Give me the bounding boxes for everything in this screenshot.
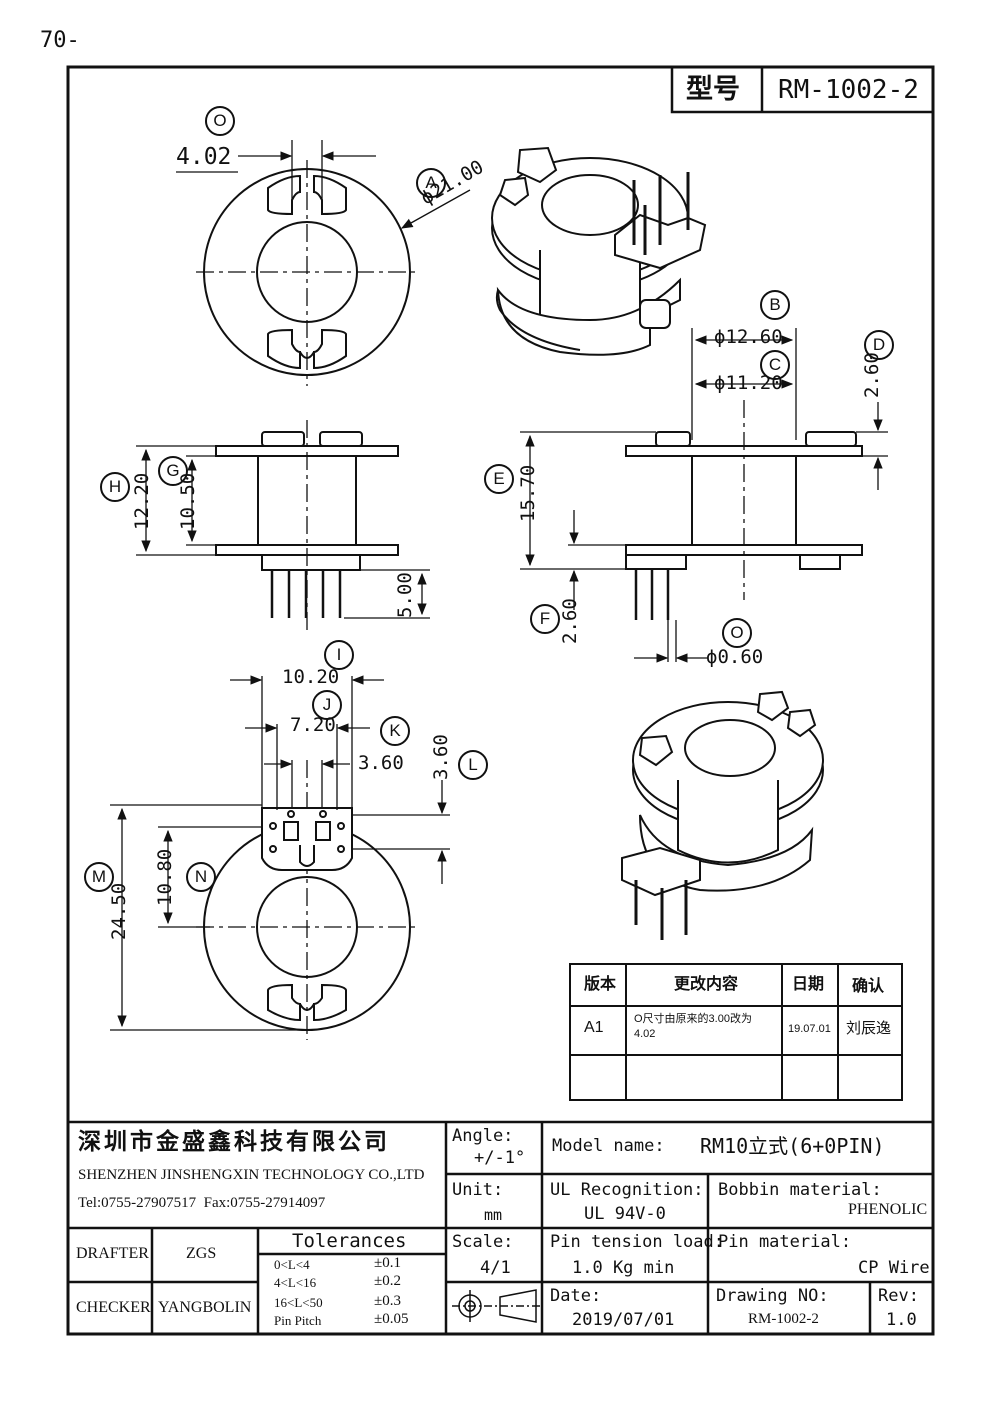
dim-l: 3.60 [430, 734, 452, 780]
pin-tension-value: 1.0 Kg min [572, 1258, 675, 1278]
tolerance-range-3: Pin Pitch [274, 1313, 322, 1328]
callout-k: K [380, 716, 410, 746]
dim-j: 7.20 [290, 714, 336, 736]
company-name-en: SHENZHEN JINSHENGXIN TECHNOLOGY CO.,LTD [78, 1167, 425, 1183]
dim-c: ϕ11.20 [714, 372, 783, 394]
tolerance-value-3: ±0.05 [374, 1311, 409, 1327]
callout-e: E [484, 464, 514, 494]
dim-o-top: 4.02 [176, 144, 232, 170]
dim-o-pin: ϕ0.60 [706, 646, 764, 668]
bobbin-material-value: PHENOLIC [848, 1201, 928, 1218]
tolerance-range-0: 0<L<4 [274, 1257, 310, 1272]
angle-label: Angle: [452, 1126, 514, 1146]
tolerance-value-2: ±0.3 [374, 1293, 401, 1309]
company-contact: Tel:0755-27907517 Fax:0755-27914097 [78, 1195, 326, 1211]
callout-c: C [760, 350, 790, 380]
dim-i: 10.20 [282, 666, 340, 688]
outer-frame [66, 65, 935, 1336]
rev-header-date: 日期 [792, 976, 825, 993]
rev-row-version: A1 [584, 1019, 604, 1036]
checker-value: YANGBOLIN [158, 1299, 252, 1316]
callout-o-pin: O [722, 618, 752, 648]
callout-a: A [416, 168, 446, 198]
model-name-label: Model name: [552, 1136, 665, 1156]
pin-material-label: Pin material: [718, 1232, 852, 1252]
drafter-label: DRAFTER [76, 1245, 149, 1262]
unit-value: mm [484, 1206, 503, 1224]
iso-view-2 [621, 690, 824, 940]
bottom-view [110, 675, 450, 1040]
callout-h: H [100, 472, 130, 502]
date-label: Date: [550, 1286, 602, 1306]
drawing-no-value: RM-1002-2 [748, 1311, 819, 1327]
top-view [176, 140, 471, 386]
angle-value: +/-1° [474, 1148, 526, 1168]
scale-label: Scale: [452, 1232, 514, 1252]
ul-label: UL Recognition: [550, 1180, 704, 1200]
dim-k: 3.60 [358, 752, 404, 774]
pin-material-value: CP Wire [858, 1258, 930, 1278]
company-name-cn: 深圳市金盛鑫科技有限公司 [78, 1128, 390, 1154]
dim-b: ϕ12.60 [714, 326, 783, 348]
callout-l: L [458, 750, 488, 780]
callout-j: J [312, 690, 342, 720]
model-value: RM-1002-2 [778, 75, 919, 105]
page-tag: 70- [40, 28, 80, 53]
model-label: 型号 [686, 74, 740, 104]
dim-h: 12.20 [131, 472, 153, 530]
dim-f: 2.60 [559, 598, 581, 644]
rev-header-confirm: 确认 [852, 978, 885, 995]
model-name-value: RM10立式(6+0PIN) [700, 1134, 885, 1158]
title-block-grid [68, 1120, 933, 1334]
revision-table-grid [569, 963, 903, 1101]
pin-tension-label: Pin tension load: [550, 1232, 724, 1252]
rev-row-content-line2: 4.02 [634, 1028, 656, 1040]
date-value: 2019/07/01 [572, 1310, 675, 1330]
callout-b: B [760, 290, 790, 320]
ul-value: UL 94V-0 [584, 1204, 666, 1224]
rev-row-content-line1: O尺寸由原来的3.00改为 [634, 1013, 752, 1025]
callout-i: I [324, 640, 354, 670]
callout-m: M [84, 862, 114, 892]
callout-g: G [158, 456, 188, 486]
rev-header-content: 更改内容 [674, 976, 739, 993]
tolerance-range-2: 16<L<50 [274, 1295, 323, 1310]
dim-n: 10.80 [154, 848, 176, 906]
callout-o-top: O [205, 106, 235, 136]
callout-f: F [530, 604, 560, 634]
dim-e: 15.70 [517, 464, 539, 522]
rev-row-date: 19.07.01 [788, 1023, 831, 1035]
checker-label: CHECKER [76, 1299, 151, 1316]
rev-header-version: 版本 [584, 976, 617, 993]
drafter-value: ZGS [186, 1245, 217, 1262]
iso-view-1 [491, 146, 707, 356]
dim-m: 24.50 [108, 882, 130, 940]
dim-pin-len: 5.00 [394, 572, 416, 618]
side-view-left [136, 420, 430, 630]
tolerance-value-0: ±0.1 [374, 1255, 401, 1271]
rev-label: Rev: [878, 1286, 919, 1306]
tolerance-value-1: ±0.2 [374, 1273, 401, 1289]
rev-value: 1.0 [886, 1310, 917, 1330]
callout-d: D [864, 330, 894, 360]
callout-n: N [186, 862, 216, 892]
projection-symbol-icon [452, 1289, 540, 1323]
scale-value: 4/1 [480, 1258, 511, 1278]
unit-label: Unit: [452, 1180, 504, 1200]
drawing-no-label: Drawing NO: [716, 1286, 829, 1306]
model-header-box [670, 65, 935, 114]
bobbin-material-label: Bobbin material: [718, 1180, 882, 1200]
rev-row-confirmed-by: 刘辰逸 [846, 1020, 892, 1037]
tolerance-range-1: 4<L<16 [274, 1275, 317, 1290]
tolerances-title: Tolerances [292, 1230, 407, 1252]
side-view-right [520, 328, 888, 663]
